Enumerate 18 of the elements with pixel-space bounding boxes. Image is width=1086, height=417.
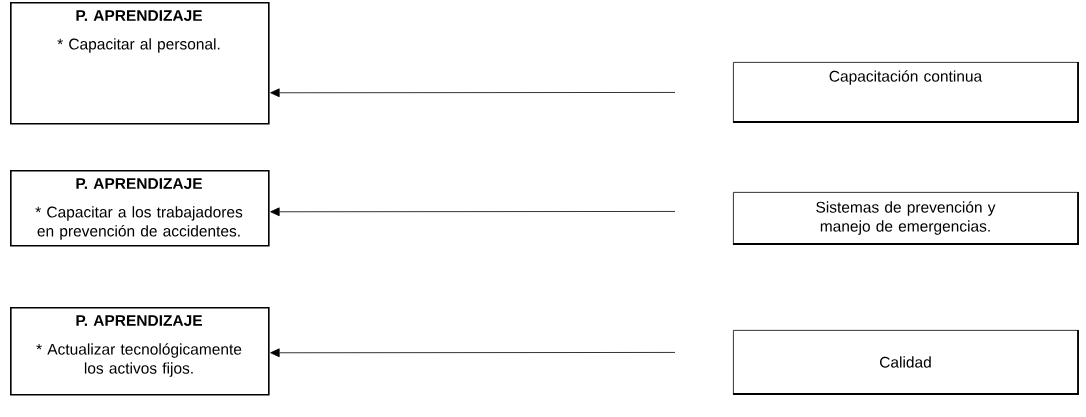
box-text: Calidad (880, 356, 931, 368)
box-text: * Capacitar al personal. (57, 38, 220, 53)
text-box (10, 2, 270, 125)
box-text: Sistemas de prevención y manejo de emergencias. (816, 201, 996, 235)
text-box (10, 307, 270, 396)
text-box (732, 329, 1079, 395)
box-text: * Capacitar a los trabajadores en prevención de accidentes. (35, 206, 243, 240)
text-box (10, 170, 270, 247)
box-text: Capacitación continua (829, 70, 983, 85)
arrow (270, 88, 676, 98)
text-box (732, 61, 1079, 123)
box-text: * Actualizar tecnológicamente los activos fijos. (36, 343, 242, 377)
box-heading: P. APRENDIZAJE (76, 315, 202, 326)
text-box (732, 191, 1079, 245)
box-heading: P. APRENDIZAJE (76, 10, 202, 21)
box-heading: P. APRENDIZAJE (76, 178, 202, 189)
arrow (270, 348, 676, 358)
arrow (270, 207, 676, 217)
